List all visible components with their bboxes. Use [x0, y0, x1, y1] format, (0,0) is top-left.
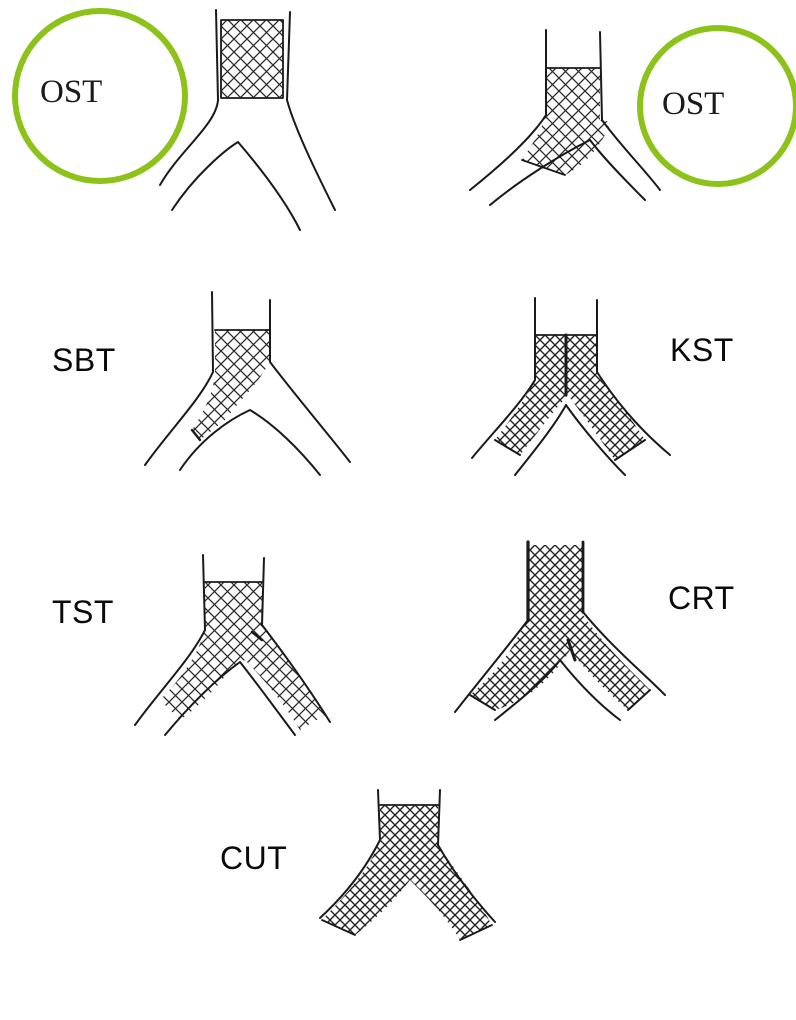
- ost-right-bifurcation: [470, 30, 660, 205]
- stent-mesh: [470, 545, 650, 710]
- vessel-wall: [145, 292, 213, 465]
- tst-bifurcation: [135, 555, 330, 735]
- vessel-wall: [270, 300, 350, 462]
- vessel-wall: [600, 32, 660, 190]
- label-kst: KST: [670, 334, 734, 366]
- label-tst: TST: [52, 596, 114, 628]
- cut-bifurcation: [320, 790, 495, 940]
- stent-mesh: [160, 582, 325, 730]
- label-ost-right: OST: [662, 88, 724, 121]
- stent-mesh: [495, 335, 645, 460]
- sbt-bifurcation: [145, 292, 350, 475]
- vessel-wall: [287, 12, 335, 210]
- vessel-wall: [160, 10, 218, 185]
- label-sbt: SBT: [52, 344, 116, 376]
- vessel-wall: [470, 30, 546, 190]
- ost-left-bifurcation: [160, 10, 335, 230]
- label-ost-left: OST: [40, 76, 102, 109]
- label-crt: CRT: [668, 582, 735, 614]
- stent-mesh: [221, 20, 283, 98]
- vessel-wall: [172, 142, 300, 230]
- stent-mesh: [522, 68, 612, 175]
- label-cut: CUT: [220, 842, 287, 874]
- stent-mesh: [192, 330, 270, 440]
- crt-bifurcation: [455, 542, 665, 720]
- kst-bifurcation: [472, 298, 670, 475]
- stent-mesh: [322, 805, 492, 940]
